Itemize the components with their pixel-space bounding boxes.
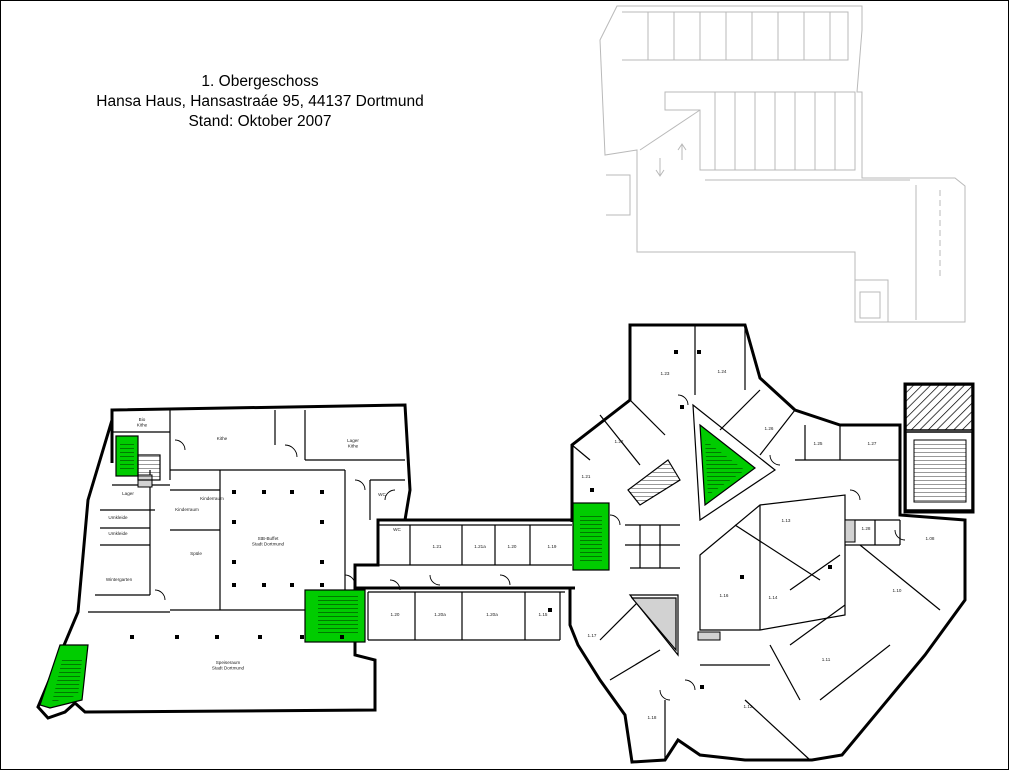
building-walls (36, 323, 975, 764)
room-label-1-19: 1.19 (548, 544, 557, 549)
title-block: 1. Obergeschoss Hansa Haus, Hansastraáe … (60, 72, 460, 132)
room-label-1-21a: 1.21a (474, 544, 486, 549)
room-label-1-24: 1.24 (718, 369, 727, 374)
stairwell-west-dark (137, 454, 161, 481)
adjacent-building-outline (599, 5, 966, 323)
room-label-1-26: 1.26 (765, 426, 774, 431)
room-label-1-25: 1.25 (814, 441, 823, 446)
room-label-1-27: 1.27 (868, 441, 877, 446)
room-label-kithe: Kithe (217, 436, 228, 441)
room-label-1-12: 1.12 (744, 704, 753, 709)
room-label-1-14: 1.14 (769, 595, 778, 600)
columns (130, 350, 832, 689)
room-label-1-20-south: 1.20 (391, 612, 400, 617)
room-label-kinderraum-2: Kinderraum (200, 496, 224, 501)
room-label-1-20a-2: 1.20a (486, 612, 498, 617)
room-label-1-21: 1.21 (433, 544, 442, 549)
room-label-1-17: 1.17 (588, 633, 597, 638)
door-swings (154, 394, 906, 701)
interior-walls (88, 325, 941, 761)
stairwell-central-dark (627, 459, 681, 506)
room-label-1-08: 1.08 (926, 536, 935, 541)
tower-stair-steps (913, 439, 967, 503)
room-label-1-23: 1.23 (661, 371, 670, 376)
room-label-1-22: 1.22 (615, 439, 624, 444)
room-label-lager: Lager (122, 491, 134, 496)
south-shaft (697, 631, 721, 641)
service-core (630, 597, 677, 652)
room-label-wc-1: WC (378, 492, 386, 497)
shaft-hatched (905, 384, 973, 431)
room-label-1-16: 1.16 (720, 593, 729, 598)
room-label-1-20a: 1.20a (434, 612, 446, 617)
stairwells (39, 423, 756, 709)
room-label-umkleide-1: Umkleide (108, 515, 128, 520)
room-label-umkleide-2: Umkleide (108, 531, 128, 536)
floor-title: 1. Obergeschoss (201, 73, 319, 90)
room-label-1-15: 1.15 (539, 612, 548, 617)
room-label-1-13: 1.13 (782, 518, 791, 523)
revision-date: Stand: Oktober 2007 (188, 113, 332, 130)
building-address: Hansa Haus, Hansastraáe 95, 44137 Dortmu… (96, 93, 424, 110)
room-label-1-21-central: 1.21 (582, 474, 591, 479)
room-label-wintergarten: Wintergarten (106, 577, 133, 582)
room-label-1-11: 1.11 (822, 657, 831, 662)
room-label-spuele: Spüle (190, 551, 202, 556)
room-label-kinderraum: Kinderraum (175, 507, 199, 512)
room-label-1-18: 1.18 (648, 715, 657, 720)
service-shaft (844, 519, 856, 543)
room-label-1-10: 1.10 (893, 588, 902, 593)
room-label-wc-2: WC (393, 527, 401, 532)
room-label-1-28: 1.28 (862, 526, 871, 531)
room-label-1-20: 1.20 (508, 544, 517, 549)
